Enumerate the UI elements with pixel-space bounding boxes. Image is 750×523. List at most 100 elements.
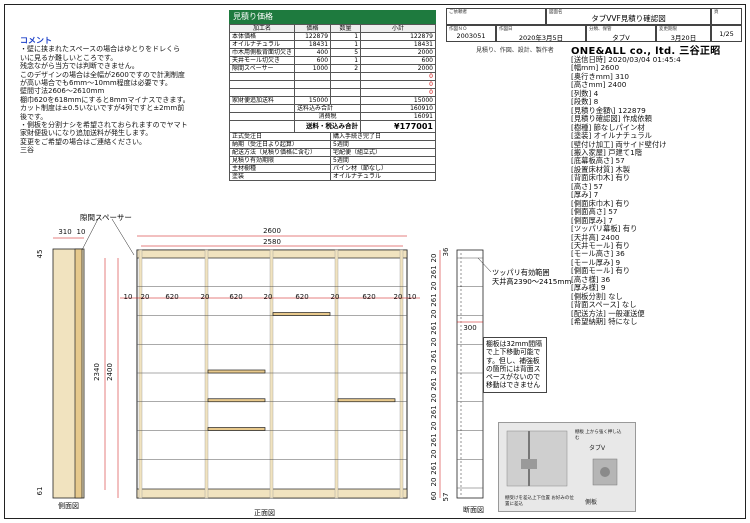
dimension-label: 261 (430, 433, 438, 446)
drawing-no: 2003051 (456, 32, 486, 40)
spec-line: [列数] 4 (571, 88, 599, 98)
spec-line: [ツッパリ幕板] 有り (571, 224, 638, 234)
shelf-pin-hole (460, 429, 462, 431)
drawing-name-cell: 図面名タブVVF見積り確認図 (546, 8, 711, 25)
shelf-pin-hole (460, 285, 462, 287)
reinforcement-board (207, 427, 266, 431)
shelf-pin-hole (460, 401, 462, 403)
spec-line: [高さmm] 2400 (571, 80, 627, 90)
shelf-pin-hole (460, 441, 462, 443)
spacer-leader (111, 218, 135, 256)
dimension-label: 20 (394, 293, 403, 301)
shelf-pin-hole (460, 361, 462, 363)
side-view-label: 側面図 (58, 502, 79, 510)
shelf-pin-hole (460, 365, 462, 367)
shelf-pin-hole (460, 277, 462, 279)
spec-line: [天井モール] 有り (571, 240, 631, 250)
shelf-pin-hole (460, 473, 462, 475)
dimension-label: 261 (430, 377, 438, 390)
shelf-pin-hole (460, 445, 462, 447)
ceiling-label: 天井高2390～2415mm (492, 277, 572, 286)
shelf-pin-hole (460, 293, 462, 295)
dimension-label: 261 (430, 265, 438, 278)
dimension-label: 620 (165, 293, 178, 301)
shelf-pin-hole (460, 349, 462, 351)
shelf-pin-hole (460, 493, 462, 495)
dimension-label: 60 (430, 492, 438, 501)
spec-line: [送信日時] 2020/03/04 01:45:4 (571, 55, 681, 64)
shelf-pin-hole (460, 449, 462, 451)
drawing-date: 2020年3月5日 (518, 34, 564, 42)
class-value: タブV (612, 34, 630, 42)
spec-line: [モール高さ] 36 (571, 249, 625, 259)
dimension-label: 620 (295, 293, 308, 301)
shelf-pin-hole (460, 489, 462, 491)
dimension-label: 10 (124, 293, 133, 301)
shelf-pin-hole (460, 453, 462, 455)
dimension-label: 261 (430, 349, 438, 362)
comment-line: カット制度は±0.5いないですが4列ですと±2mm前 (20, 104, 185, 113)
drawing-name: タブVVF見積り確認図 (591, 14, 666, 23)
comment-line: 変更をご希望の場合はご連絡ください。 (20, 137, 146, 146)
spec-line: [側面モール] 有り (571, 266, 631, 276)
spec-line: [搬入家屋] 戸建て1階 (571, 147, 643, 157)
dimension-label: 261 (430, 405, 438, 418)
shelf-pin-hole (460, 457, 462, 459)
spec-line: [側面高さ] 57 (571, 207, 618, 217)
shelf-pin-hole (460, 393, 462, 395)
info-row: 塗装オイルナチュラル (228, 172, 436, 181)
side-panel (138, 249, 143, 499)
spec-list: [送信日時] 2020/03/04 01:45:4[幅mm] 2600[奥行きm… (571, 55, 689, 327)
spec-line: [モール厚み] 9 (571, 257, 621, 267)
dimension-label: 45 (36, 250, 44, 259)
shelf-pin-hole (460, 421, 462, 423)
spec-line: [高さ様] 36 (571, 274, 611, 284)
page-value: 1/25 (719, 30, 734, 38)
spec-line: [設置床材質] 木製 (571, 164, 631, 174)
comment-lines: ・壁に挟まれたスペースの場合はゆとりをドレくらいに見るか難しいところです。残念な… (20, 45, 225, 154)
reinforcement-board (207, 369, 266, 374)
shelf-pin-hole (460, 357, 462, 359)
dimension-label: 620 (229, 293, 242, 301)
drawing-frame (4, 4, 746, 519)
company-name: ONE&ALL co., ltd. 三谷正昭 (571, 46, 721, 57)
dimension-label: 2400 (106, 363, 114, 381)
spec-line: [高さ] 57 (571, 181, 603, 191)
front-view-label: 正面図 (254, 509, 275, 517)
dimension-label: 2600 (263, 227, 281, 235)
spec-line: [底幕板高さ] 57 (571, 156, 625, 166)
dimension-label: 20 (430, 422, 438, 431)
comment-line: が高い場合でも6mm～10mm程度は必要です。 (20, 79, 172, 88)
shelf-pin-hole (460, 317, 462, 319)
comment-block: コメント ・壁に挟まれたスペースの場合はゆとりをドレくらいに見るか難しいところで… (20, 36, 225, 155)
comment-line: 棚巾620を618mmにすると8mmマイナスできます。 (20, 95, 190, 104)
no-label: 作図ＮＯ (449, 27, 467, 32)
page-label: 頁 (714, 10, 719, 15)
dimension-label: 2340 (93, 363, 101, 381)
side-panel (269, 249, 274, 499)
dimension-label: 261 (430, 293, 438, 306)
shelf-pin-hole (460, 313, 462, 315)
makers-label: 見積り、作図、設計、製作者 (476, 47, 554, 54)
dimension-label: 20 (430, 282, 438, 291)
spec-line: [背面床巾木] 有り (571, 173, 631, 183)
shelf-pin-hole (460, 481, 462, 483)
shelf-note: 棚板は32mm間隔で上下移動可能です。但し、補強板の箇所には背面スペースがないの… (483, 337, 547, 393)
shelf-pin-hole (460, 373, 462, 375)
shelf-pin-hole (460, 297, 462, 299)
spec-line: [配送方法] 一般運送便 (571, 308, 645, 318)
section-view-label: 断面図 (463, 506, 484, 514)
comment-line: 後です。 (20, 112, 48, 121)
shelf-pin-hole (460, 389, 462, 391)
side-panel (399, 249, 404, 499)
comment-line: いに見るか難しいところです。 (20, 53, 118, 62)
shelf-pin-hole (460, 385, 462, 387)
spec-line: [幅mm] 2600 (571, 63, 620, 73)
dimension-label: 20 (430, 394, 438, 403)
photo-label-tabv: タブV (589, 445, 606, 452)
side-panel (204, 249, 209, 499)
spec-line: [見積り確認図] 作成依頼 (571, 114, 652, 124)
